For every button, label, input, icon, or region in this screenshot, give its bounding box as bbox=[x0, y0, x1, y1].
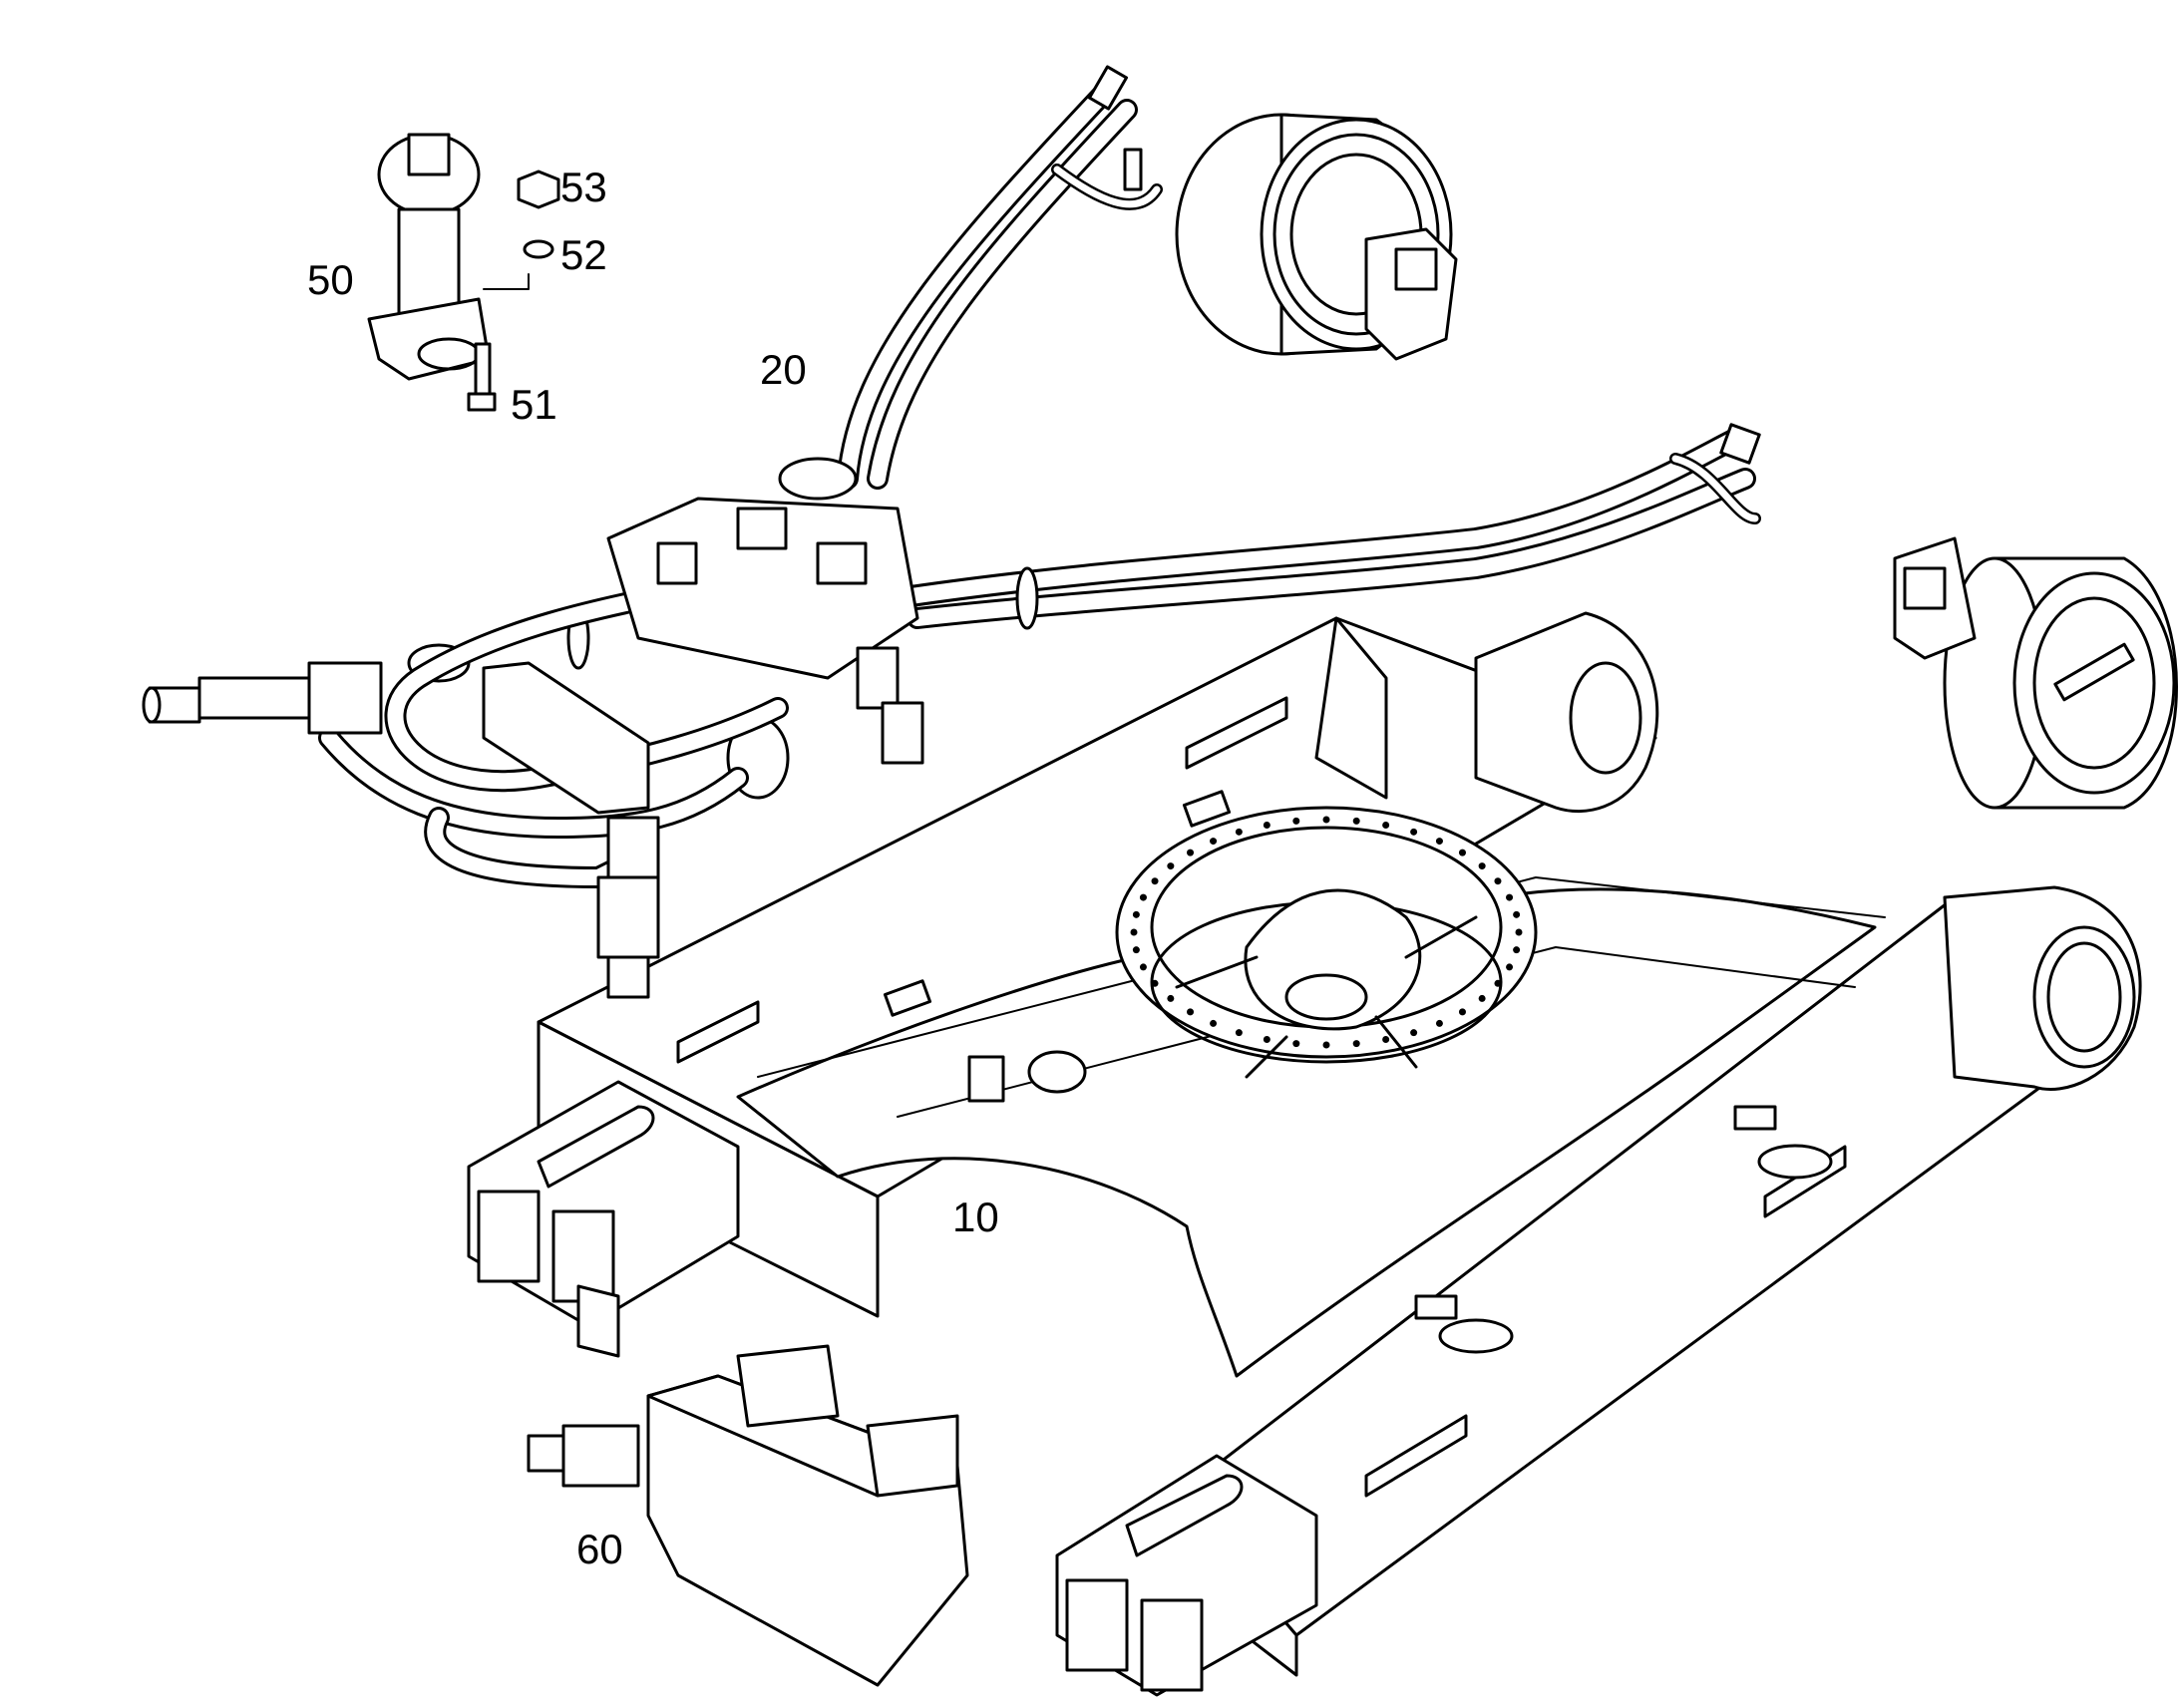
bolt-hole bbox=[1478, 994, 1486, 1002]
bolt-hole bbox=[1515, 928, 1523, 936]
bolt-hole bbox=[1151, 979, 1159, 987]
callout-10: 10 bbox=[952, 1194, 999, 1240]
bolt-hole bbox=[1210, 1019, 1218, 1027]
callout-53: 53 bbox=[560, 164, 607, 210]
washer-52[interactable] bbox=[523, 239, 554, 259]
bolt-hole bbox=[1292, 1040, 1300, 1048]
bolt-hole bbox=[1263, 1035, 1271, 1043]
rotary-joint-50[interactable] bbox=[367, 133, 497, 412]
bolt-hole bbox=[1322, 1041, 1330, 1049]
callout-20: 20 bbox=[760, 346, 807, 393]
bolt-hole bbox=[1235, 1029, 1243, 1037]
nut-53[interactable] bbox=[517, 170, 560, 209]
bolt-hole bbox=[1352, 817, 1360, 825]
bolt-hole bbox=[1506, 963, 1514, 971]
bolt-hole bbox=[1382, 1035, 1390, 1043]
bolt-hole bbox=[1382, 822, 1390, 830]
callout-52: 52 bbox=[560, 231, 607, 278]
bolt-hole bbox=[1513, 946, 1521, 954]
bolt-hole bbox=[1130, 928, 1138, 936]
bolt-hole bbox=[1410, 828, 1418, 836]
bolt-hole bbox=[1187, 1008, 1195, 1016]
bolt-hole bbox=[1167, 994, 1175, 1002]
bolt-hole bbox=[1187, 849, 1195, 856]
bolt-hole bbox=[1478, 862, 1486, 870]
bolt-hole bbox=[1263, 822, 1271, 830]
bolt-hole bbox=[1494, 877, 1502, 885]
undercarriage-frame[interactable] bbox=[467, 611, 2142, 1697]
bolt-hole bbox=[1132, 946, 1140, 954]
bolt-hole bbox=[1435, 1019, 1443, 1027]
bolt-hole bbox=[1139, 963, 1147, 971]
bolt-hole bbox=[1494, 979, 1502, 987]
callout-60: 60 bbox=[576, 1526, 623, 1572]
bolt-hole bbox=[1167, 862, 1175, 870]
bolt-hole bbox=[1235, 828, 1243, 836]
bolt-hole bbox=[1292, 817, 1300, 825]
callout-51: 51 bbox=[511, 381, 557, 428]
bolt-hole bbox=[1151, 877, 1159, 885]
bolt-hole bbox=[1352, 1040, 1360, 1048]
bracket-assembly-60[interactable] bbox=[527, 1344, 969, 1687]
bolt-hole bbox=[1506, 893, 1514, 901]
slewing-ring-bolt-holes bbox=[1130, 816, 1523, 1049]
bolt-hole bbox=[1132, 910, 1140, 918]
travel-motor-right[interactable] bbox=[1893, 536, 2178, 810]
callout-50: 50 bbox=[307, 256, 354, 303]
bolt-hole bbox=[1322, 816, 1330, 824]
bolt-hole bbox=[1410, 1029, 1418, 1037]
travel-motor-upper[interactable] bbox=[1175, 113, 1458, 361]
bolt-hole bbox=[1210, 838, 1218, 846]
bolt-hole bbox=[1139, 893, 1147, 901]
bolt-hole bbox=[1435, 838, 1443, 846]
leader-line-52 bbox=[483, 273, 530, 290]
bolt-hole bbox=[1513, 910, 1521, 918]
bolt-hole bbox=[1458, 849, 1466, 856]
hose-assembly[interactable] bbox=[142, 65, 1761, 999]
bolt-hole bbox=[1458, 1008, 1466, 1016]
